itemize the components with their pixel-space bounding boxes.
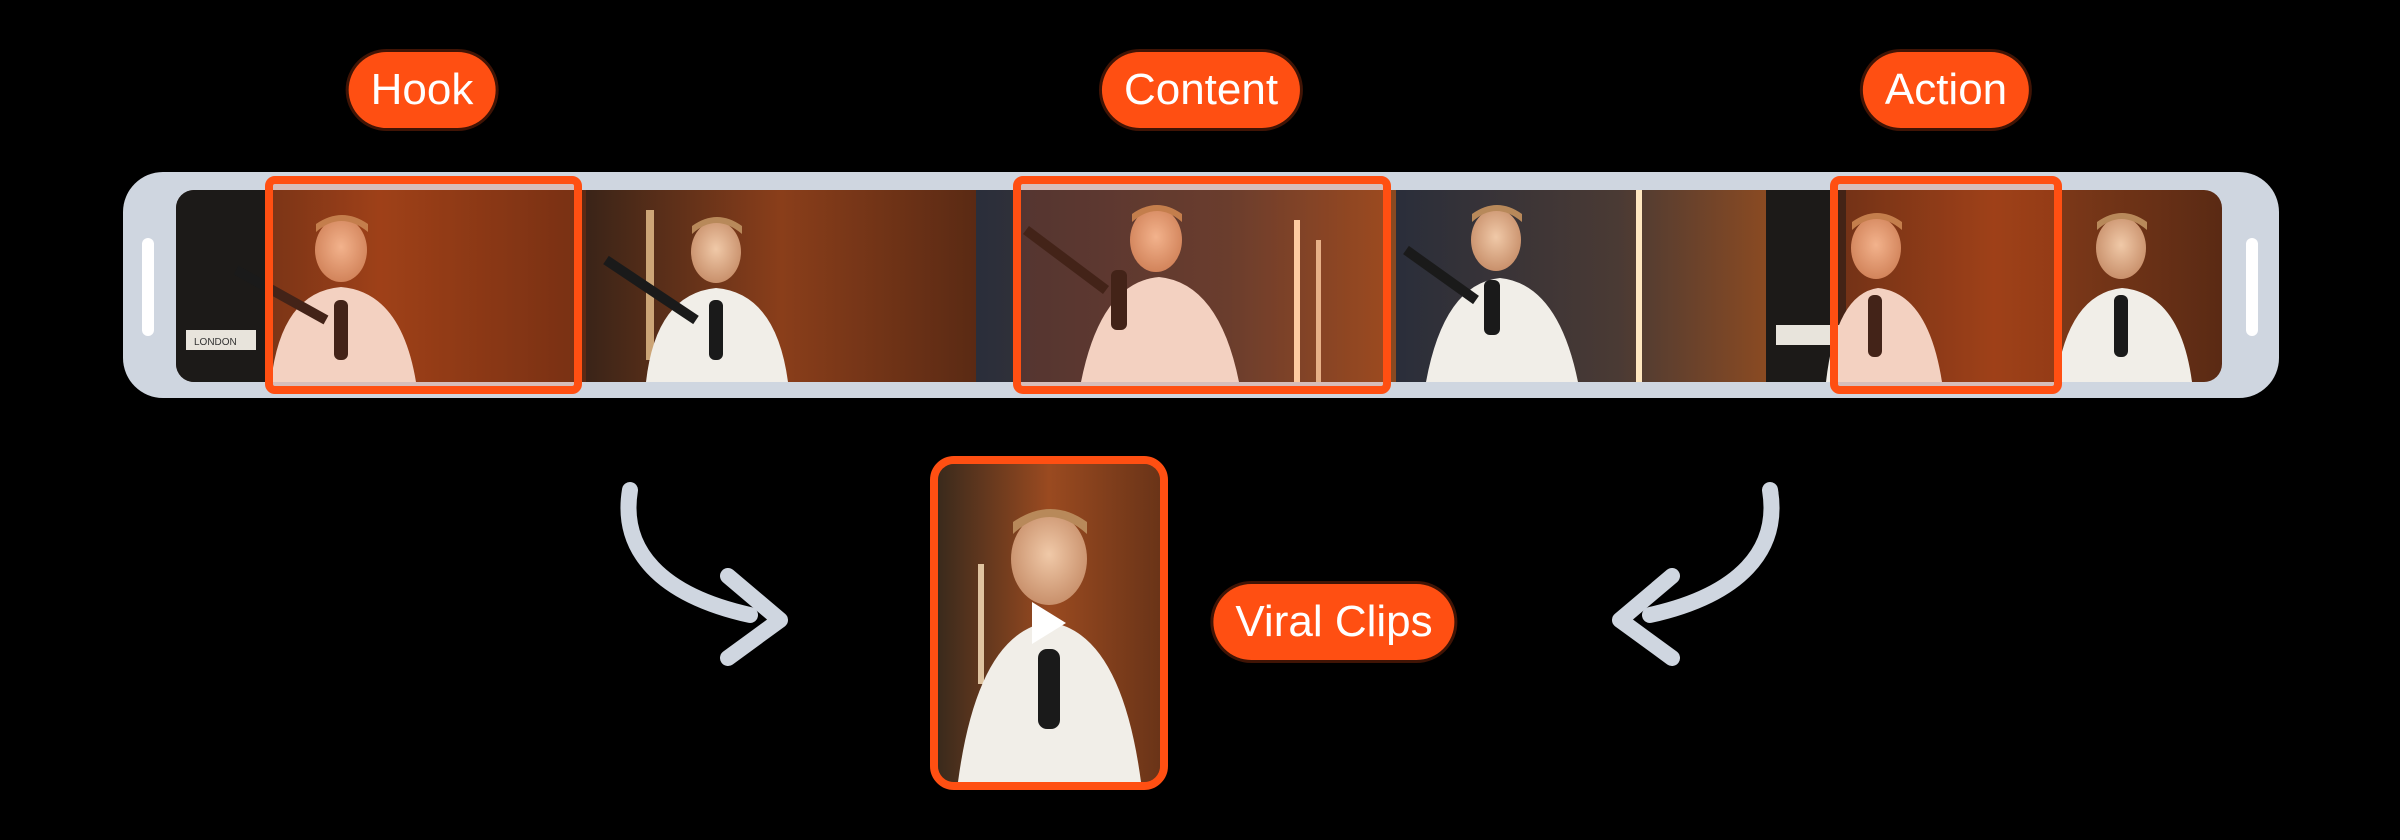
timeline-frame: [1766, 190, 2222, 382]
content-label: Content: [1101, 52, 1301, 128]
viral-clips-label: Viral Clips: [1213, 584, 1455, 660]
timeline-frame: [1396, 190, 1766, 382]
curved-arrow-icon: [1612, 482, 1780, 666]
timeline-left-handle[interactable]: [142, 238, 154, 336]
curved-arrow-icon: [620, 482, 788, 666]
timeline-frame: LONDON: [176, 190, 586, 382]
london-sign-text: LONDON: [194, 337, 237, 348]
action-selection[interactable]: [1830, 176, 2062, 394]
timeline-frames: LONDON: [176, 190, 2222, 382]
content-selection[interactable]: [1013, 176, 1391, 394]
hook-label: Hook: [348, 52, 496, 128]
frame-strip: LONDON: [176, 190, 2222, 382]
timeline-frame: [976, 190, 1396, 382]
action-label: Action: [1862, 52, 2030, 128]
timeline-right-handle[interactable]: [2246, 238, 2258, 336]
play-icon[interactable]: [1020, 596, 1074, 650]
timeline-frame: [586, 190, 976, 382]
hook-selection[interactable]: [265, 176, 582, 394]
viral-clip-thumbnail[interactable]: [930, 456, 1168, 790]
